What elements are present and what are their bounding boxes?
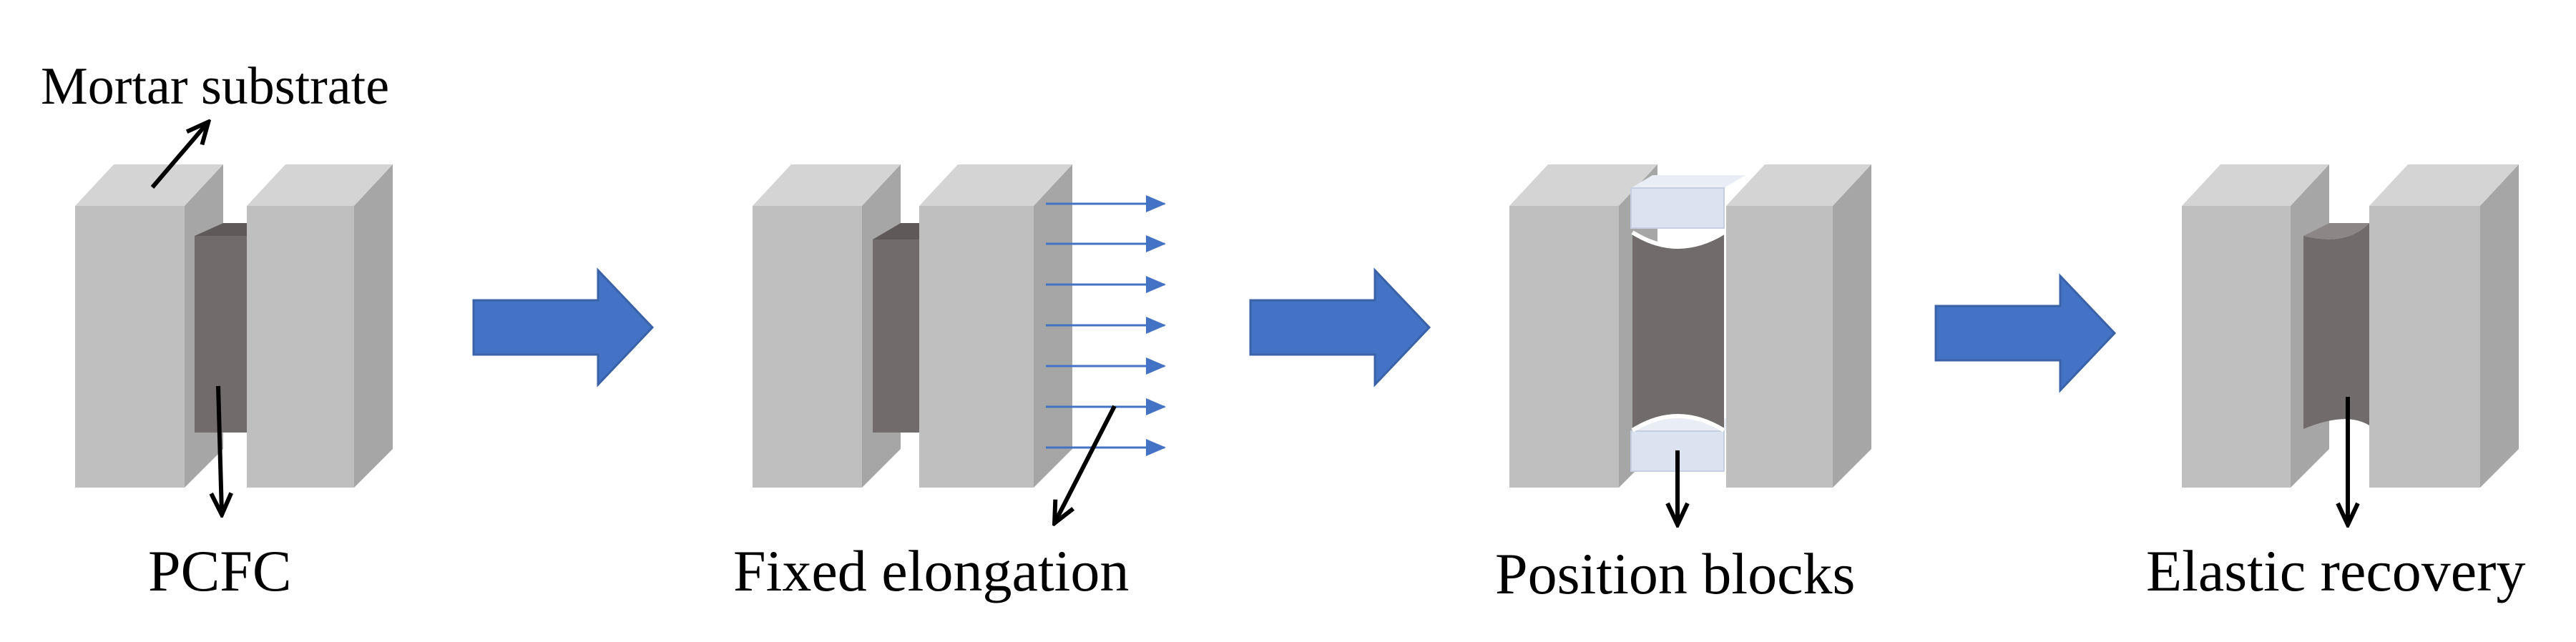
mortar-block-right — [1726, 164, 1871, 488]
pcfc-label: PCFC — [148, 538, 292, 603]
position-block-top — [1630, 175, 1745, 229]
mortar-substrate-pointer — [150, 123, 207, 189]
stage-2-specimen — [753, 164, 1166, 488]
stage-1-specimen — [75, 164, 393, 488]
pcfc-sealant — [873, 223, 919, 433]
elastic-recovery-label: Elastic recovery — [2146, 538, 2525, 603]
pull-arrows — [1046, 195, 1166, 456]
mortar-block-left — [1509, 164, 1657, 488]
stage-3-specimen — [1509, 164, 1871, 488]
position-blocks-label: Position blocks — [1495, 541, 1855, 606]
stage-4-specimen — [2182, 164, 2519, 488]
mortar-block-right — [2369, 164, 2519, 488]
pcfc-pointer — [218, 385, 222, 513]
fixed-elongation-label: Fixed elongation — [733, 538, 1129, 603]
mortar-block-right — [919, 164, 1072, 488]
pcfc-sealant — [2303, 223, 2369, 429]
mortar-substrate-label: Mortar substrate — [41, 57, 389, 116]
mortar-block-right — [247, 164, 393, 488]
fixed-elongation-pointer — [1055, 405, 1117, 522]
pcfc-sealant — [195, 223, 247, 433]
process-arrow-1 — [472, 267, 655, 387]
process-arrow-2 — [1249, 267, 1431, 387]
process-arrow-3 — [1934, 273, 2117, 393]
pcfc-sealant — [1631, 230, 1725, 433]
